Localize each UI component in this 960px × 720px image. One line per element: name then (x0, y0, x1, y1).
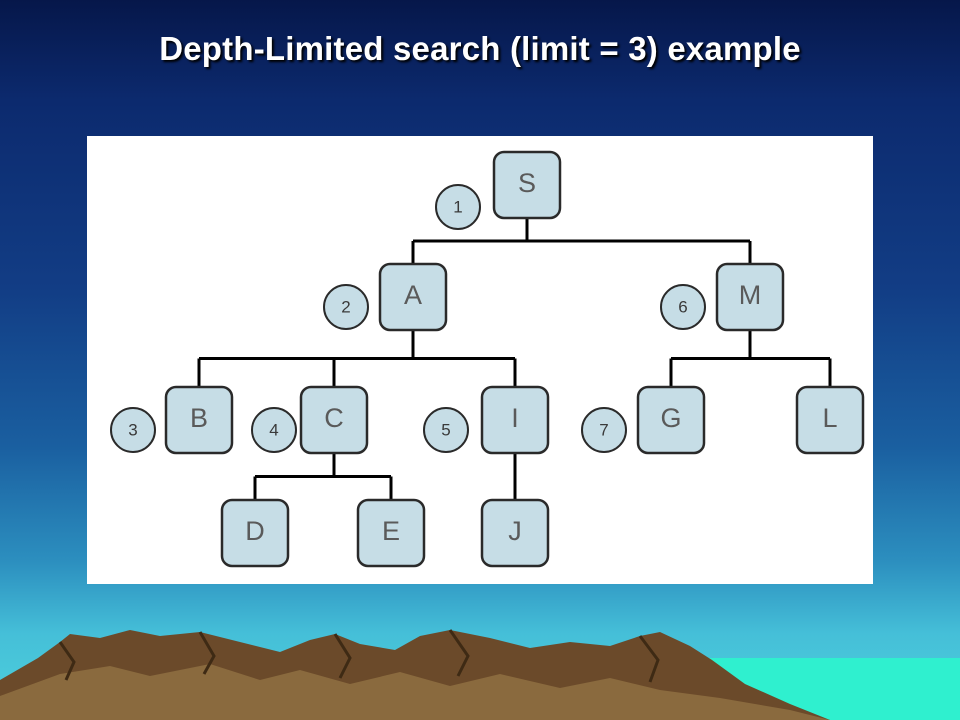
diagram-panel: S A M B C I G L D E J 1 2 3 4 5 6 7 (87, 136, 873, 584)
tree-node-l: L (795, 385, 865, 455)
order-number: 6 (678, 298, 687, 317)
node-box (492, 150, 562, 220)
visit-order-badge-2: 2 (323, 284, 369, 330)
mountain-ridge-shadow (638, 635, 660, 683)
node-label: M (739, 280, 762, 310)
node-label: G (660, 403, 681, 433)
mountain-scenery (0, 629, 960, 720)
node-label: L (822, 403, 837, 433)
node-label: S (518, 168, 536, 198)
order-number: 7 (599, 421, 608, 440)
mountain-ridge-shadow (448, 629, 470, 677)
node-box (220, 498, 290, 568)
tree-node-b: B (164, 385, 234, 455)
tree-node-d: D (220, 498, 290, 568)
visit-order-badge-7: 7 (581, 407, 627, 453)
tree-node-m: M (715, 262, 785, 332)
tree-node-s: S (492, 150, 562, 220)
order-circle (110, 407, 156, 453)
order-circle (323, 284, 369, 330)
tree-node-e: E (356, 498, 426, 568)
node-label: I (511, 403, 519, 433)
edge-group-s (411, 218, 752, 264)
node-box (480, 498, 550, 568)
tree-node-i: I (480, 385, 550, 455)
edge-group-a (197, 330, 517, 387)
order-circle (423, 407, 469, 453)
search-tree-diagram: S A M B C I G L D E J 1 2 3 4 5 6 7 (110, 150, 865, 568)
order-number: 3 (128, 421, 137, 440)
node-box (356, 498, 426, 568)
node-label: E (382, 516, 400, 546)
order-circle (581, 407, 627, 453)
visit-order-badge-1: 1 (435, 184, 481, 230)
node-box (715, 262, 785, 332)
visit-order-badge-4: 4 (251, 407, 297, 453)
visit-order-badge-5: 5 (423, 407, 469, 453)
node-box (378, 262, 448, 332)
visit-order-badge-3: 3 (110, 407, 156, 453)
mountain-ridge-shadow (58, 641, 76, 681)
tree-node-g: G (636, 385, 706, 455)
tree-node-a: A (378, 262, 448, 332)
order-circle (660, 284, 706, 330)
visit-order-badge-6: 6 (660, 284, 706, 330)
tree-node-c: C (299, 385, 369, 455)
node-box (636, 385, 706, 455)
order-number: 5 (441, 421, 450, 440)
slide-title: Depth-Limited search (limit = 3) example (159, 30, 801, 67)
node-label: B (190, 403, 208, 433)
edge-group-c (253, 453, 393, 500)
order-number: 4 (269, 421, 278, 440)
order-circle (251, 407, 297, 453)
node-label: A (404, 280, 422, 310)
mountain-ridge-shadow (333, 633, 352, 679)
node-box (299, 385, 369, 455)
node-label: J (508, 516, 522, 546)
order-number: 2 (341, 298, 350, 317)
tree-node-j: J (480, 498, 550, 568)
node-label: D (245, 516, 265, 546)
order-circle (435, 184, 481, 230)
node-box (164, 385, 234, 455)
edge-group-m (669, 330, 832, 387)
node-box (480, 385, 550, 455)
node-label: C (324, 403, 344, 433)
order-number: 1 (453, 198, 462, 217)
mountain-ridge-shadow (198, 631, 216, 675)
mountain-highlight (0, 664, 830, 720)
node-box (795, 385, 865, 455)
